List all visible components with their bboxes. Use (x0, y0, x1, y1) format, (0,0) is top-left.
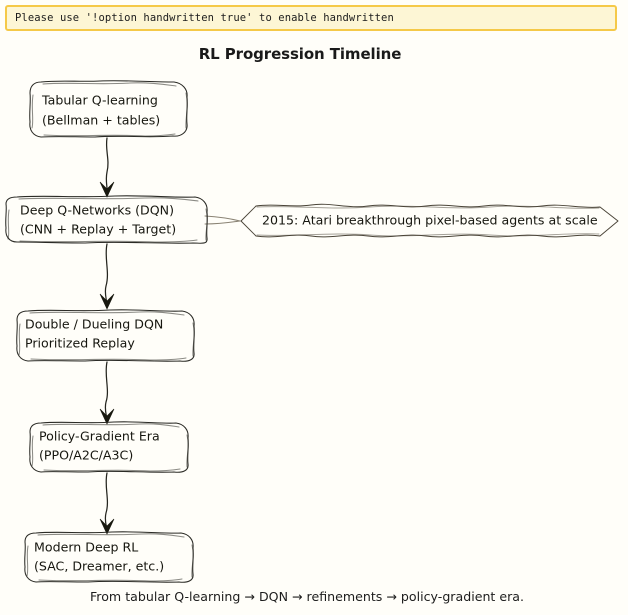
node-policy-gradient-era-sketch-overlay (31, 423, 189, 472)
node-tabular-q-learning-line1: Tabular Q-learning (41, 93, 158, 108)
node-modern-deep-rl-line1: Modern Deep RL (34, 540, 138, 555)
node-double-dueling-dqn-line1: Double / Dueling DQN (25, 317, 163, 332)
arrow-head-icon (99, 518, 115, 535)
diagram-caption: From tabular Q-learning → DQN → refineme… (89, 589, 525, 604)
node-modern-deep-rl-sketch-overlay (26, 533, 194, 582)
node-policy-gradient-era[interactable]: Policy-Gradient Era (PPO/A2C/A3C) (29, 421, 189, 473)
node-deep-q-networks-line2: (CNN + Replay + Target) (20, 222, 176, 237)
edge-dqn-to-atari-note (204, 215, 241, 225)
node-double-dueling-dqn-sketch-overlay (18, 311, 195, 361)
node-policy-gradient-era-line2: (PPO/A2C/A3C) (39, 448, 133, 463)
node-policy-gradient-era-line1: Policy-Gradient Era (39, 429, 160, 444)
node-tabular-q-learning-sketch-overlay (31, 82, 188, 137)
arrow-head-icon (99, 181, 115, 198)
node-tabular-q-learning-shape (29, 80, 188, 138)
note-atari-breakthrough-text: 2015: Atari breakthrough pixel-based age… (262, 213, 598, 228)
arrow-head-icon (99, 293, 115, 310)
page-title: RL Progression Timeline (198, 45, 402, 63)
edge-dqn-to-doubledueling (99, 243, 115, 310)
node-modern-deep-rl-line2: (SAC, Dreamer, etc.) (34, 559, 164, 574)
node-double-dueling-dqn-shape (16, 309, 195, 362)
node-double-dueling-dqn[interactable]: Double / Dueling DQN Prioritized Replay (16, 309, 195, 362)
node-modern-deep-rl[interactable]: Modern Deep RL (SAC, Dreamer, etc.) (24, 531, 194, 583)
node-double-dueling-dqn-line2: Prioritized Replay (25, 336, 135, 351)
node-deep-q-networks-shape (5, 195, 208, 244)
node-deep-q-networks-sketch-overlay (7, 197, 208, 243)
node-tabular-q-learning-line2: (Bellman + tables) (42, 113, 160, 128)
node-policy-gradient-era-shape (29, 421, 189, 473)
arrow-head-icon (99, 408, 115, 425)
node-modern-deep-rl-shape (24, 531, 194, 583)
node-tabular-q-learning[interactable]: Tabular Q-learning (Bellman + tables) (29, 80, 188, 138)
warning-message-text: Please use '!option handwritten true' to… (15, 12, 394, 24)
note-atari-breakthrough-shape (240, 203, 619, 238)
note-atari-breakthrough-sketch-overlay (256, 205, 600, 237)
node-deep-q-networks[interactable]: Deep Q-Networks (DQN) (CNN + Replay + Ta… (5, 195, 208, 244)
edge-policygradient-to-modern (99, 472, 115, 535)
handwritten-option-warning-banner: Please use '!option handwritten true' to… (5, 5, 617, 31)
node-deep-q-networks-line1: Deep Q-Networks (DQN) (20, 203, 174, 218)
edge-tabular-to-dqn (99, 137, 115, 198)
edge-doubledueling-to-policygradient (99, 361, 115, 425)
note-atari-breakthrough[interactable]: 2015: Atari breakthrough pixel-based age… (240, 203, 619, 238)
